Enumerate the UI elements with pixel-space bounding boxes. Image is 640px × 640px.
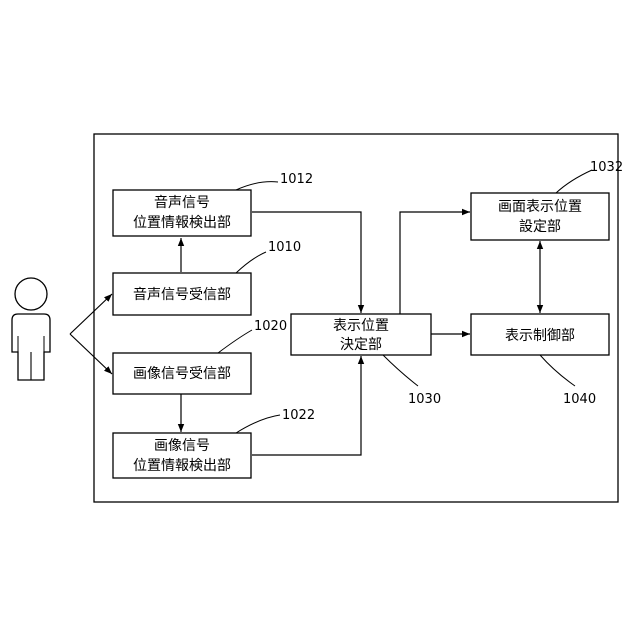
arrow-person-to-audio-recv [70,294,112,334]
leader-1022 [236,415,280,433]
display-controller: 表示制御部 [471,314,609,355]
ref-1022: 1022 [282,408,315,423]
screen-display-position-setter-line1: 画面表示位置 [498,199,582,215]
ref-1030: 1030 [408,392,441,407]
arrow-audio-pos-to-display-pos [252,212,361,313]
ref-1032: 1032 [590,160,623,175]
ref-1010: 1010 [268,240,301,255]
arrow-image-pos-to-display-pos [252,356,361,455]
display-position-determiner-line2: 決定部 [340,337,382,353]
leader-1030 [383,355,418,386]
audio-signal-receiver-label: 音声信号受信部 [133,286,231,303]
image-signal-receiver-label: 画像信号受信部 [133,366,231,382]
display-position-determiner-line1: 表示位置 [333,318,389,334]
leader-1040 [540,355,575,386]
audio-position-detector: 音声信号 位置情報検出部 [113,190,251,236]
arrow-display-pos-to-screen-set [400,212,470,314]
leader-1010 [236,252,266,273]
audio-position-detector-line2: 位置情報検出部 [133,215,231,231]
display-position-determiner: 表示位置 決定部 [291,314,431,355]
display-controller-label: 表示制御部 [505,328,575,344]
image-signal-receiver: 画像信号受信部 [113,353,251,394]
ref-1020: 1020 [254,319,287,334]
image-position-detector: 画像信号 位置情報検出部 [113,433,251,478]
person-icon [12,278,50,380]
ref-1012: 1012 [280,172,313,187]
audio-position-detector-line1: 音声信号 [154,194,210,211]
leader-1012 [236,182,278,190]
audio-signal-receiver: 音声信号受信部 [113,273,251,315]
screen-display-position-setter-line2: 設定部 [519,219,561,235]
leader-1032 [556,170,592,193]
leader-1020 [218,330,252,353]
screen-display-position-setter: 画面表示位置 設定部 [471,193,609,240]
image-position-detector-line2: 位置情報検出部 [133,458,231,474]
ref-1040: 1040 [563,392,596,407]
image-position-detector-line1: 画像信号 [154,438,210,454]
arrow-person-to-image-recv [70,334,112,374]
